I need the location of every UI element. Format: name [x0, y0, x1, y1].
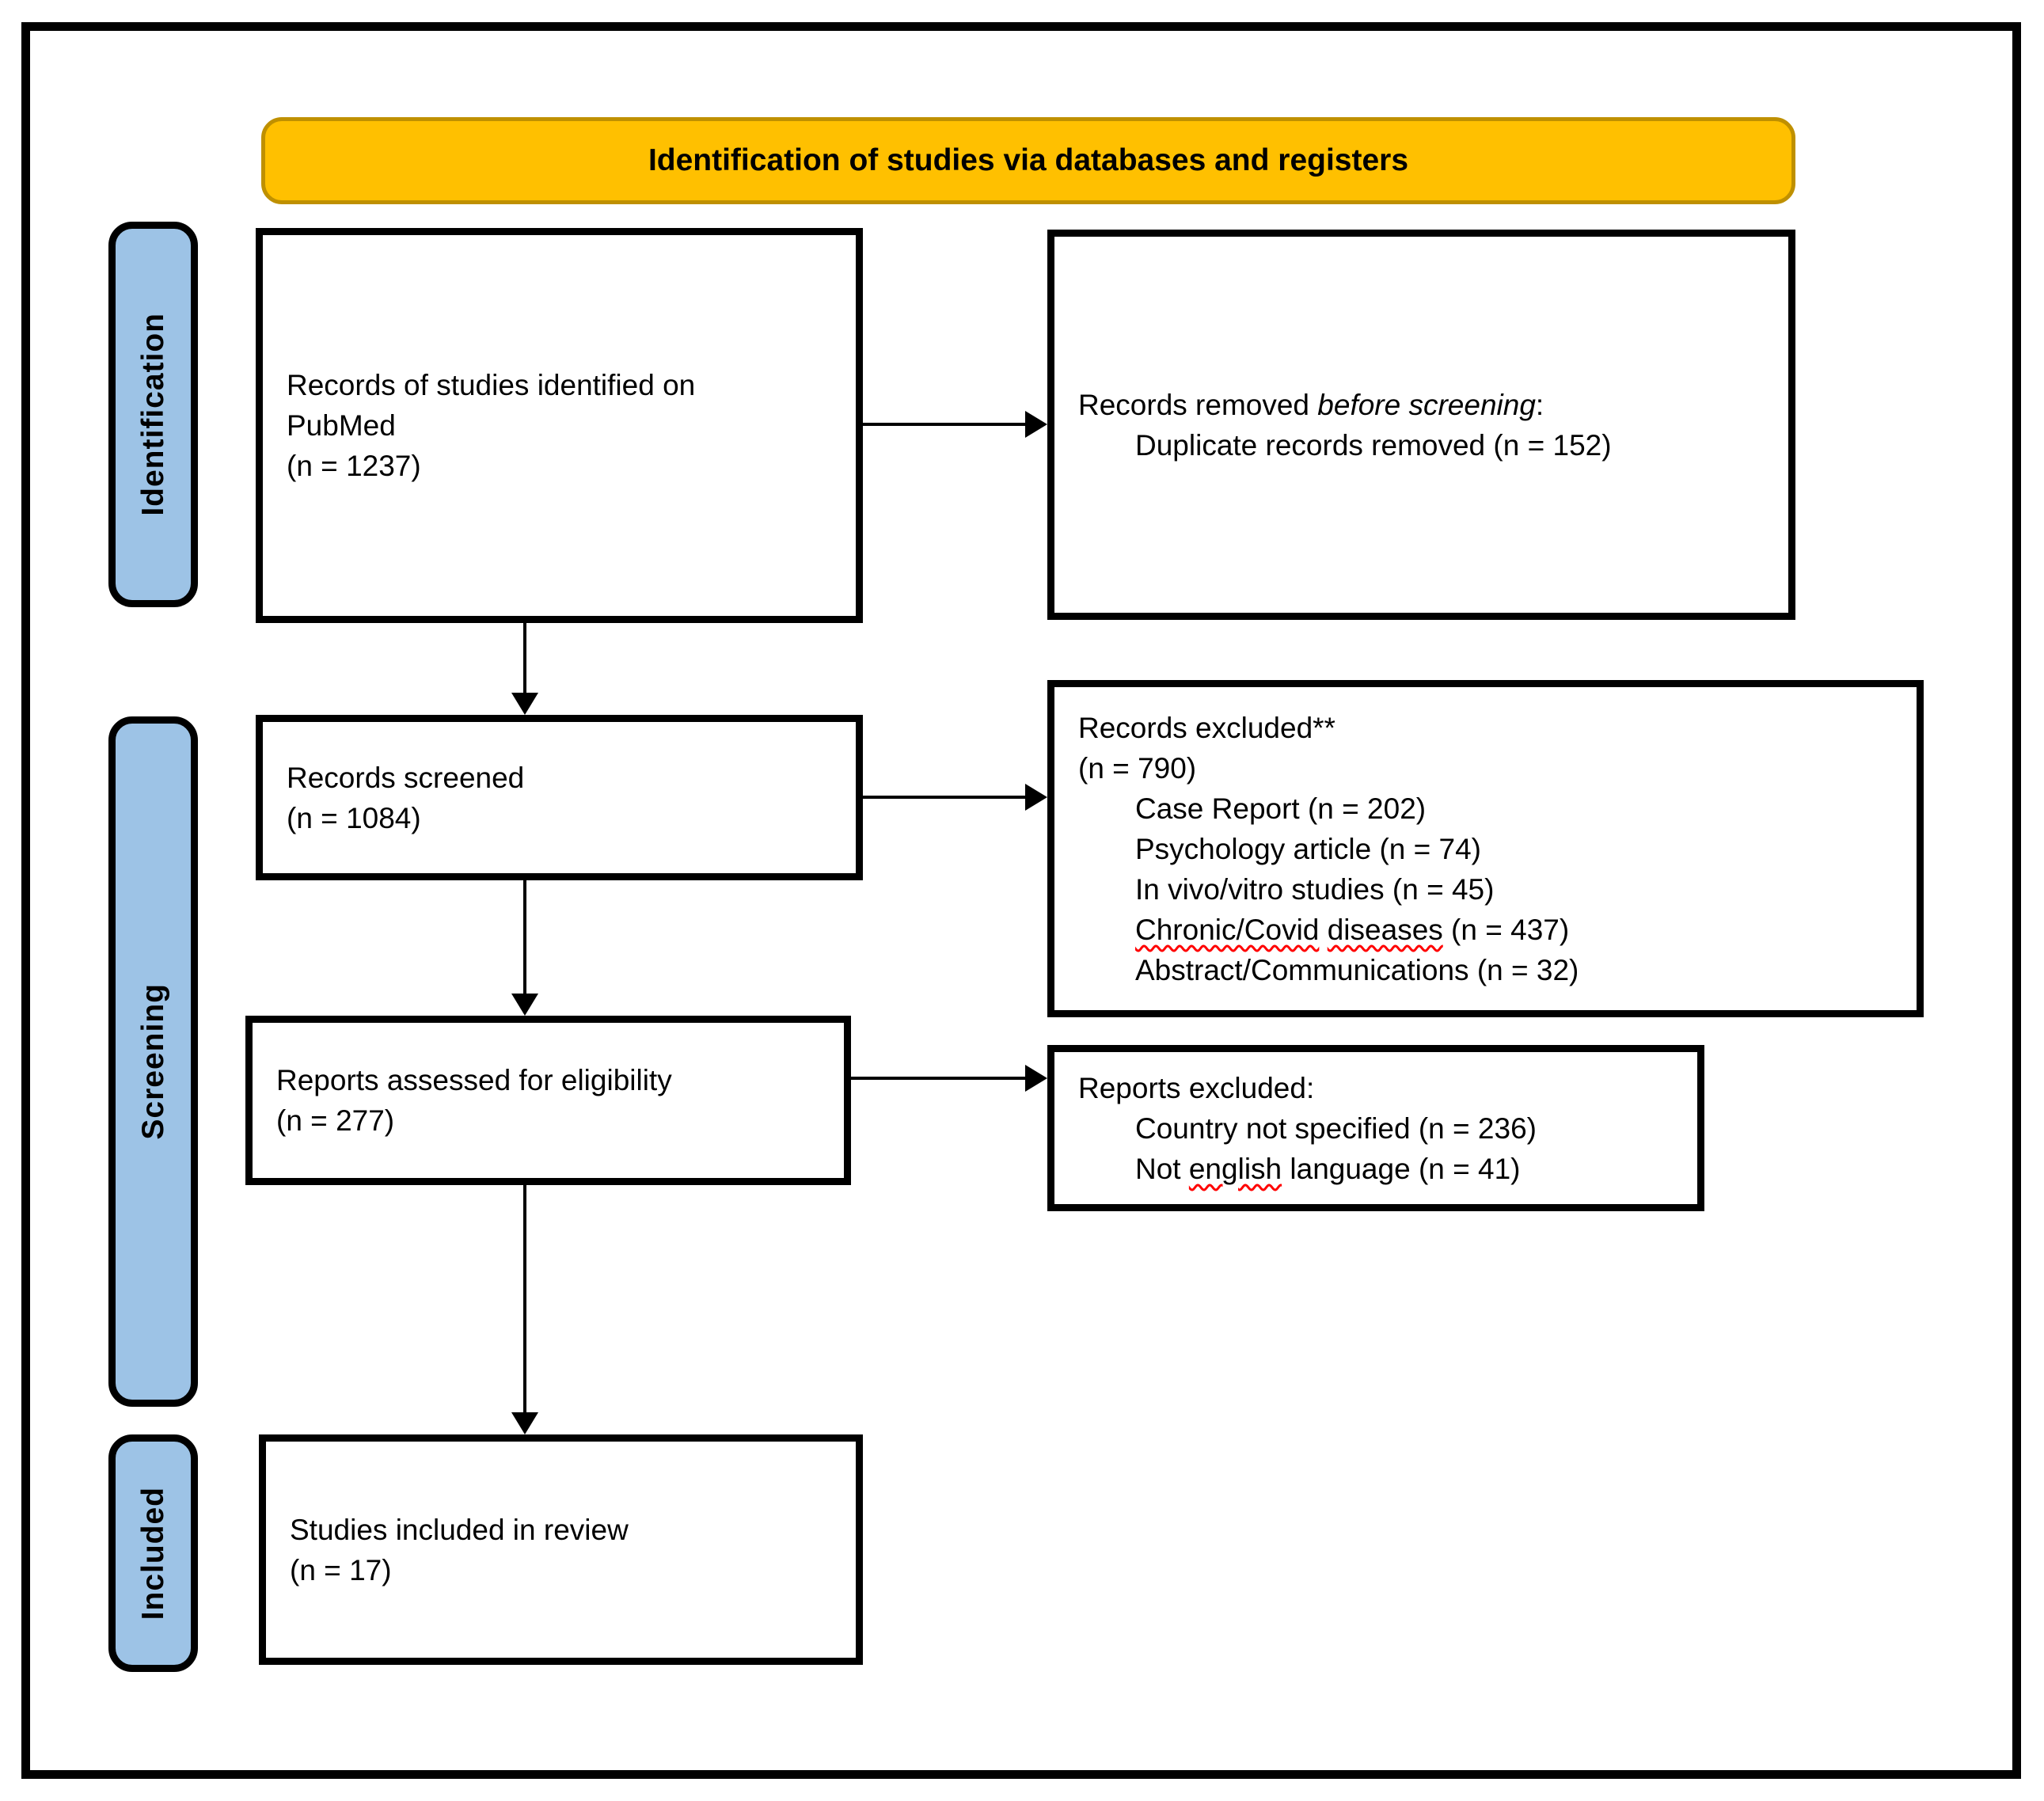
text-line: (n = 277): [276, 1104, 395, 1137]
text-segment-misspelled: diseases: [1327, 913, 1443, 946]
text-line: Reports excluded:: [1078, 1071, 1315, 1104]
text-line: Abstract/Communications (n = 32): [1135, 953, 1579, 986]
text-segment: :: [1535, 388, 1544, 421]
stage-tab-screening: Screening: [108, 716, 198, 1407]
box-reports-excluded-text: Reports excluded: Country not specified …: [1054, 1068, 1546, 1189]
text-line: Country not specified (n = 236): [1135, 1111, 1537, 1145]
stage-tab-included: Included: [108, 1434, 198, 1672]
box-reports-assessed: Reports assessed for eligibility (n = 27…: [245, 1016, 851, 1185]
box-records-excluded: Records excluded** (n = 790) Case Report…: [1047, 680, 1924, 1017]
arrow-line: [523, 623, 526, 694]
text-line: Records removed before screening:: [1078, 385, 1612, 425]
text-line: PubMed: [287, 409, 396, 442]
text-segment-misspelled: Chronic/Covid: [1135, 913, 1320, 946]
box-studies-included-text: Studies included in review (n = 17): [266, 1510, 638, 1590]
text-line: Not english language (n = 41): [1078, 1149, 1537, 1189]
text-segment: Records removed: [1078, 388, 1318, 421]
text-line: Records excluded**: [1078, 711, 1335, 744]
text-line: Case Report (n = 202): [1135, 792, 1427, 825]
box-records-screened-text: Records screened (n = 1084): [263, 758, 534, 838]
arrowhead-down-icon: [511, 693, 538, 715]
box-records-identified-text: Records of studies identified on PubMed …: [263, 365, 705, 486]
stage-tab-screening-label: Screening: [135, 983, 170, 1140]
text-segment-italic: before screening: [1317, 388, 1536, 421]
arrow-line: [523, 1185, 526, 1414]
arrowhead-down-icon: [511, 1412, 538, 1434]
box-records-removed-text: Records removed before screening: Duplic…: [1054, 385, 1621, 465]
stage-tab-identification-label: Identification: [135, 313, 170, 516]
text-line: Records of studies identified on: [287, 369, 696, 401]
banner: Identification of studies via databases …: [261, 117, 1795, 204]
text-segment: language (n = 41): [1282, 1152, 1521, 1185]
box-records-removed: Records removed before screening: Duplic…: [1047, 230, 1795, 620]
box-studies-included: Studies included in review (n = 17): [259, 1434, 863, 1665]
arrowhead-right-icon: [1025, 411, 1047, 438]
text-line: Records screened: [287, 761, 525, 794]
box-records-excluded-text: Records excluded** (n = 790) Case Report…: [1054, 708, 1588, 990]
arrow-line: [863, 423, 1027, 426]
text-segment: Not: [1135, 1152, 1189, 1185]
box-records-identified: Records of studies identified on PubMed …: [256, 228, 863, 623]
arrow-line: [863, 796, 1027, 799]
arrowhead-right-icon: [1025, 1065, 1047, 1092]
text-line: In vivo/vitro studies (n = 45): [1135, 872, 1495, 906]
text-segment: (n = 437): [1442, 913, 1570, 946]
box-records-screened: Records screened (n = 1084): [256, 715, 863, 880]
text-line: Psychology article (n = 74): [1135, 832, 1482, 865]
text-line: (n = 790): [1078, 751, 1197, 785]
banner-title: Identification of studies via databases …: [648, 143, 1409, 177]
arrowhead-right-icon: [1025, 784, 1047, 811]
arrow-line: [851, 1077, 1027, 1080]
arrow-line: [523, 880, 526, 997]
text-line: (n = 17): [290, 1553, 392, 1586]
text-line: Duplicate records removed (n = 152): [1135, 428, 1612, 462]
text-line: Studies included in review: [290, 1513, 629, 1546]
stage-tab-included-label: Included: [135, 1486, 170, 1621]
box-reports-assessed-text: Reports assessed for eligibility (n = 27…: [253, 1060, 682, 1141]
text-line: (n = 1084): [287, 801, 421, 834]
arrowhead-down-icon: [511, 994, 538, 1016]
text-line: (n = 1237): [287, 450, 421, 482]
text-line: Reports assessed for eligibility: [276, 1064, 672, 1096]
text-segment-misspelled: english: [1188, 1152, 1282, 1185]
box-reports-excluded: Reports excluded: Country not specified …: [1047, 1045, 1704, 1211]
stage-tab-identification: Identification: [108, 222, 198, 607]
